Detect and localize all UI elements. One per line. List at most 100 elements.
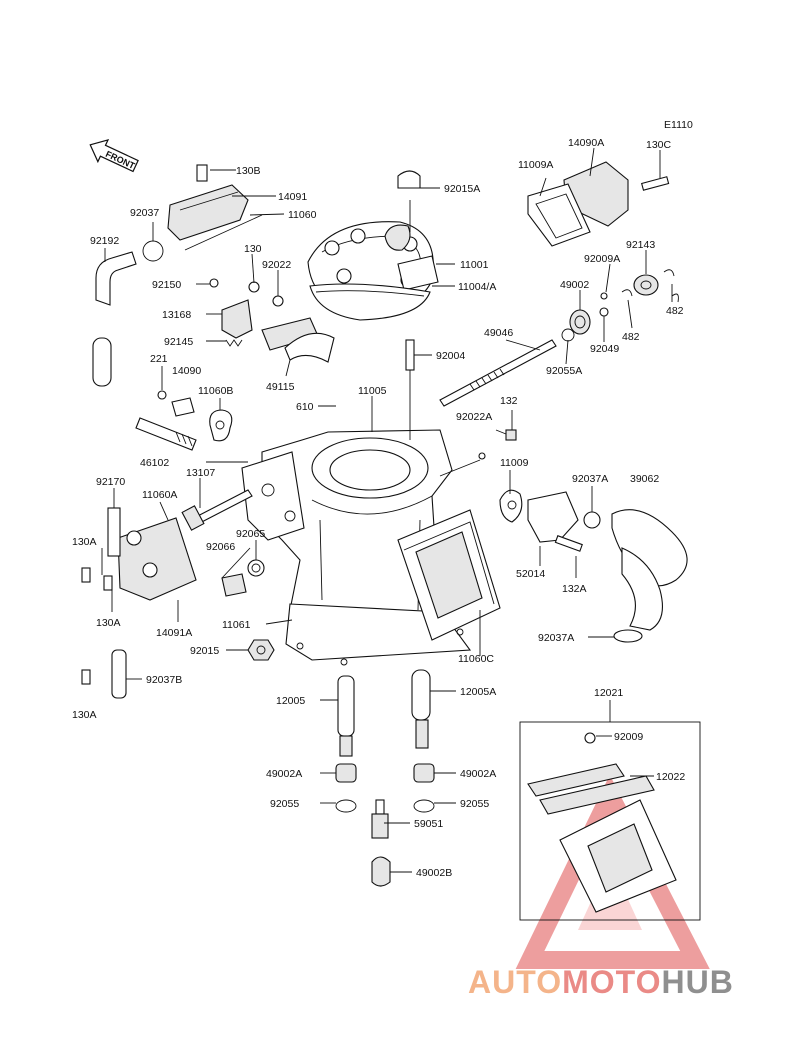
label-14091A: 14091A (156, 627, 192, 639)
label-92009: 92009 (614, 731, 643, 743)
label-12005A: 12005A (460, 686, 496, 698)
label-39062: 39062 (630, 473, 659, 485)
valve-12005-part (337, 675, 355, 757)
label-49002: 49002 (560, 279, 589, 291)
label-92037A-2: 92037A (538, 632, 574, 644)
gasket-11009-part (499, 489, 523, 523)
label-92049: 92049 (590, 343, 619, 355)
label-92055A: 92055A (546, 365, 582, 377)
bushing-49002A-parts (335, 763, 435, 813)
label-92055-2: 92055 (460, 798, 489, 810)
lever-13168-part (209, 278, 284, 347)
label-130B: 130B (236, 165, 261, 177)
label-49046: 49046 (484, 327, 513, 339)
nut-92015-part (247, 639, 275, 661)
label-46102: 46102 (140, 457, 169, 469)
diagram-code: E1110 (664, 119, 693, 131)
label-482-1: 482 (666, 305, 684, 317)
reed-cover-11060A-part (107, 507, 197, 601)
label-130A-1: 130A (72, 536, 97, 548)
label-92022: 92022 (262, 259, 291, 271)
bolt-221-part (157, 390, 195, 417)
elbow-52014-part (527, 491, 601, 552)
power-valve-rod-49046-part (439, 339, 557, 407)
label-11061: 11061 (222, 619, 251, 631)
label-49115: 49115 (266, 381, 295, 393)
valve-cover-14090A-part (527, 161, 670, 247)
label-11005: 11005 (358, 385, 387, 397)
label-482-2: 482 (622, 331, 640, 343)
clamp-92037-part (142, 240, 164, 262)
cylinder-body-part (241, 429, 472, 666)
fitting-92065-part (221, 559, 265, 597)
label-221: 221 (150, 353, 168, 365)
label-59051: 59051 (414, 818, 443, 830)
bushing-49002-part (561, 269, 679, 342)
watermark-moto: MOTO (562, 964, 662, 1000)
label-49002A-1: 49002A (266, 768, 302, 780)
label-13168: 13168 (162, 309, 191, 321)
valve-12005A-part (411, 669, 431, 749)
label-14091: 14091 (278, 191, 307, 203)
label-92037A-1: 92037A (572, 473, 608, 485)
label-11060B: 11060B (198, 385, 233, 397)
reed-valve-box (519, 721, 701, 921)
rod-46102-part (135, 417, 197, 451)
part-labels: 130B 14091 11060 92037 92192 130 92022 9… (72, 137, 685, 879)
label-52014: 52014 (516, 568, 545, 580)
label-12021: 12021 (594, 687, 623, 699)
label-130: 130 (244, 243, 262, 255)
watermark-text: AUTOMOTOHUB (468, 964, 734, 1001)
label-92055-1: 92055 (270, 798, 299, 810)
hose-92037B-part (111, 649, 127, 699)
label-130C: 130C (646, 139, 672, 151)
bolt-130A-parts (81, 567, 113, 685)
exhaust-valve-cover-part (167, 164, 263, 251)
label-11001: 11001 (460, 259, 489, 271)
valve-49115-part (261, 317, 335, 363)
label-11060C: 11060C (458, 653, 494, 665)
label-92143: 92143 (626, 239, 655, 251)
front-arrow-icon: FRONT (89, 138, 139, 173)
label-132: 132 (500, 395, 518, 407)
label-49002B: 49002B (416, 867, 452, 879)
label-11009: 11009 (500, 457, 529, 469)
label-14090A: 14090A (568, 137, 604, 149)
label-13107: 13107 (186, 467, 215, 479)
label-92009A: 92009A (584, 253, 620, 265)
gasket-11060B-part (209, 409, 233, 442)
label-12022: 12022 (656, 771, 685, 783)
label-14090: 14090 (172, 365, 201, 377)
label-49002A-2: 49002A (460, 768, 496, 780)
label-92004: 92004 (436, 350, 465, 362)
label-12005: 12005 (276, 695, 305, 707)
label-92037B: 92037B (146, 674, 182, 686)
label-11004A: 11004/A (458, 281, 496, 293)
label-92150: 92150 (152, 279, 181, 291)
label-92015: 92015 (190, 645, 219, 657)
hose-92192-part (92, 251, 137, 387)
clamp-92037A-lower-part (613, 629, 643, 643)
label-11060: 11060 (288, 209, 317, 221)
shaft-13107-part (181, 489, 253, 531)
bolt-132-part (478, 429, 517, 460)
label-92015A: 92015A (444, 183, 480, 195)
reed-gasket-11060C-part (397, 509, 501, 641)
cap-92015A-part (397, 170, 421, 189)
watermark-auto: AUTO (468, 964, 563, 1000)
leader-lines (101, 147, 673, 873)
label-610: 610 (296, 401, 314, 413)
label-92065: 92065 (236, 528, 265, 540)
stud-92004-part (405, 339, 415, 371)
label-11060A: 11060A (142, 489, 177, 501)
gear-59051-part (371, 799, 391, 887)
label-130A-2: 130A (96, 617, 121, 629)
hose-39062-part (611, 509, 688, 631)
label-92145: 92145 (164, 336, 193, 348)
label-92066: 92066 (206, 541, 235, 553)
cylinder-head-part (307, 221, 439, 321)
label-11009A: 11009A (518, 159, 553, 171)
label-92192: 92192 (90, 235, 119, 247)
label-130A-3: 130A (72, 709, 97, 721)
